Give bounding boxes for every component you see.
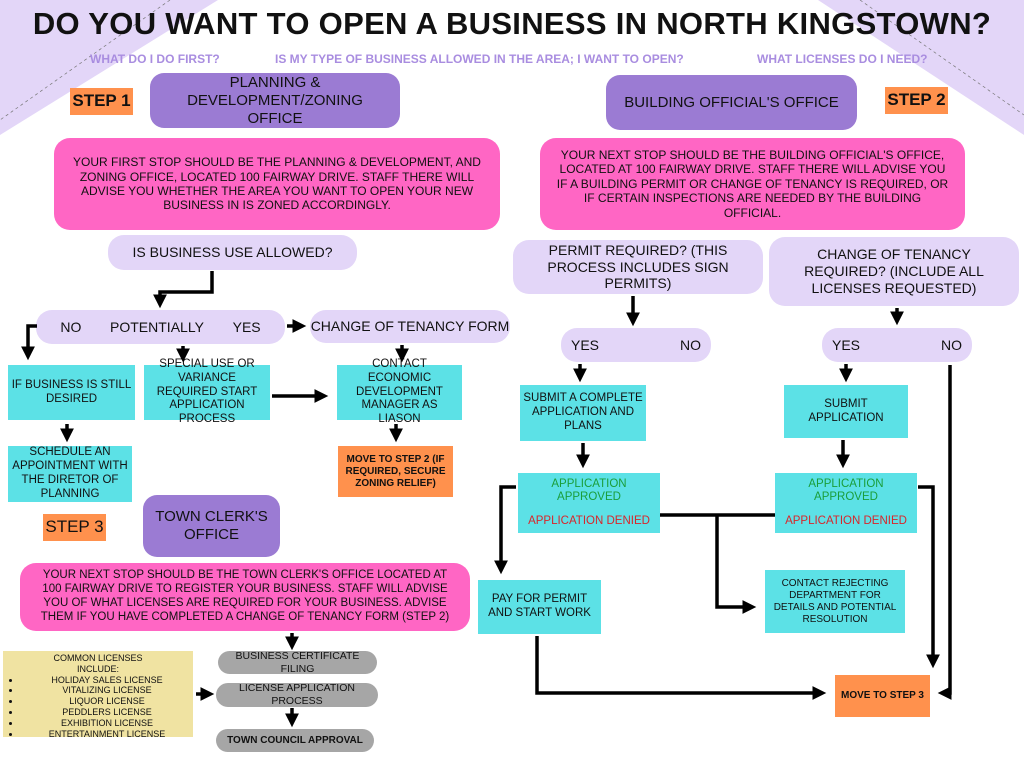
license-item: EXHIBITION LICENSE <box>21 718 193 729</box>
option-no: NO <box>941 336 962 353</box>
arrow <box>21 324 37 361</box>
application-denied: APPLICATION DENIED <box>785 514 907 527</box>
building-office: BUILDING OFFICIAL'S OFFICE <box>606 75 857 130</box>
arrow <box>937 365 952 700</box>
permit-required-question: PERMIT REQUIRED? (THIS PROCESS INCLUDES … <box>513 240 763 294</box>
planning-office: PLANNING & DEVELOPMENT/ZONING OFFICE <box>150 73 400 128</box>
arrow <box>494 485 516 575</box>
step2-description: YOUR NEXT STOP SHOULD BE THE BUILDING OF… <box>540 138 965 230</box>
contact-rejecting-department: CONTACT REJECTING DEPARTMENT FOR DETAILS… <box>765 570 905 633</box>
question-first: WHAT DO I DO FIRST? <box>90 52 220 66</box>
step3-label: STEP 3 <box>43 514 106 541</box>
town-clerk-office: TOWN CLERK'S OFFICE <box>143 495 280 557</box>
license-item: ENTERTAINMENT LICENSE <box>21 729 193 740</box>
move-to-step2: MOVE TO STEP 2 (IF REQUIRED, SECURE ZONI… <box>338 446 453 497</box>
option-yes: YES <box>571 336 600 353</box>
contact-economic-development: CONTACT ECONOMIC DEVELOPMENT MANAGER AS … <box>337 358 462 425</box>
application-approved: APPLICATION APPROVED <box>551 477 627 504</box>
step1-label: STEP 1 <box>70 88 133 115</box>
license-item: VITALIZING LICENSE <box>21 685 193 696</box>
license-item: LIQUOR LICENSE <box>21 696 193 707</box>
change-tenancy-form: CHANGE OF TENANCY FORM <box>310 310 510 343</box>
question-licenses: WHAT LICENSES DO I NEED? <box>757 52 928 66</box>
option-yes: YES <box>832 336 861 353</box>
step3-description: YOUR NEXT STOP SHOULD BE THE TOWN CLERK'… <box>20 563 470 631</box>
permit-yes-no: YES NO <box>561 328 711 362</box>
step1-description: YOUR FIRST STOP SHOULD BE THE PLANNING &… <box>54 138 500 230</box>
option-no: NO <box>680 336 701 353</box>
license-item: PEDDLERS LICENSE <box>21 707 193 718</box>
option-yes: YES <box>232 318 261 335</box>
tenancy-application-result: APPLICATION APPROVED APPLICATION DENIED <box>775 473 917 533</box>
tenancy-yes-no: YES NO <box>822 328 972 362</box>
town-council-approval: TOWN COUNCIL APPROVAL <box>216 729 374 752</box>
arrow <box>918 485 940 669</box>
permit-application-result: APPLICATION APPROVED APPLICATION DENIED <box>518 473 660 533</box>
license-application-process: LICENSE APPLICATION PROCESS <box>216 682 378 707</box>
business-still-desired: IF BUSINESS IS STILL DESIRED <box>8 365 135 420</box>
application-approved: APPLICATION APPROVED <box>808 477 884 504</box>
licenses-heading: COMMON LICENSES INCLUDE: <box>53 653 143 674</box>
pay-for-permit: PAY FOR PERMIT AND START WORK <box>478 580 601 634</box>
common-licenses: COMMON LICENSES INCLUDE: HOLIDAY SALES L… <box>3 651 193 740</box>
business-certificate-filing: BUSINESS CERTIFICATE FILING <box>218 650 377 675</box>
submit-complete-application: SUBMIT A COMPLETE APPLICATION AND PLANS <box>520 385 646 441</box>
option-no: NO <box>60 318 82 335</box>
page-title: DO YOU WANT TO OPEN A BUSINESS IN NORTH … <box>32 6 992 41</box>
tenancy-required-question: CHANGE OF TENANCY REQUIRED? (INCLUDE ALL… <box>769 237 1019 306</box>
arrow <box>153 271 214 309</box>
move-to-step3: MOVE TO STEP 3 <box>835 675 930 717</box>
question-allowed: IS MY TYPE OF BUSINESS ALLOWED IN THE AR… <box>275 52 684 66</box>
business-use-question: IS BUSINESS USE ALLOWED? <box>108 235 357 270</box>
submit-application: SUBMIT APPLICATION <box>784 385 908 438</box>
application-denied: APPLICATION DENIED <box>528 514 650 527</box>
schedule-appointment: SCHEDULE AN APPOINTMENT WITH THE DIRETOR… <box>8 446 132 502</box>
license-item: HOLIDAY SALES LICENSE <box>21 675 193 686</box>
arrow <box>715 515 757 614</box>
option-potentially: POTENTIALLY <box>110 318 204 335</box>
arrow <box>535 636 827 700</box>
step2-label: STEP 2 <box>885 87 948 114</box>
business-use-options: NO POTENTIALLY YES <box>36 310 285 344</box>
